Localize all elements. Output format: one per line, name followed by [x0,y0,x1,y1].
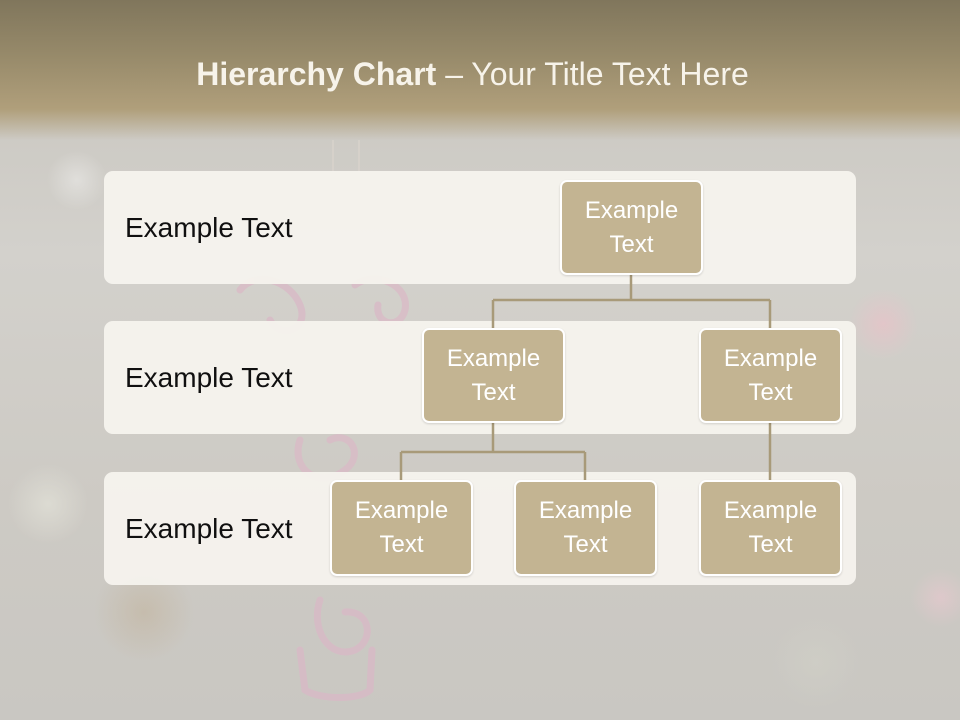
node-level2-left-label: Example Text [446,344,541,406]
node-level3-right-label: Example Text [723,497,818,558]
level-band-2-label: Example Text [125,362,293,393]
node-level2-right-label: Example Text [723,344,818,406]
title-bold: Hierarchy Chart [196,56,437,92]
node-level3-right[interactable]: Example Text [699,480,842,576]
node-level3-left[interactable]: Example Text [330,480,473,576]
node-level3-middle[interactable]: Example Text [514,480,657,576]
node-root[interactable]: Example Text [560,180,703,275]
level-band-3-label: Example Text [125,513,293,544]
node-level3-left-label: Example Text [354,497,449,558]
node-root-label: Example Text [584,196,679,258]
title-band [0,0,960,140]
node-level2-left[interactable]: Example Text [422,328,565,423]
level-band-1: Example Text [104,171,856,284]
title-rest: Your Title Text Here [471,56,749,92]
level-band-1-label: Example Text [125,212,293,243]
slide-title: Hierarchy Chart – Your Title Text Here [0,56,945,93]
node-level3-middle-label: Example Text [538,497,633,558]
node-level2-right[interactable]: Example Text [699,328,842,423]
title-separator: – [436,56,472,92]
